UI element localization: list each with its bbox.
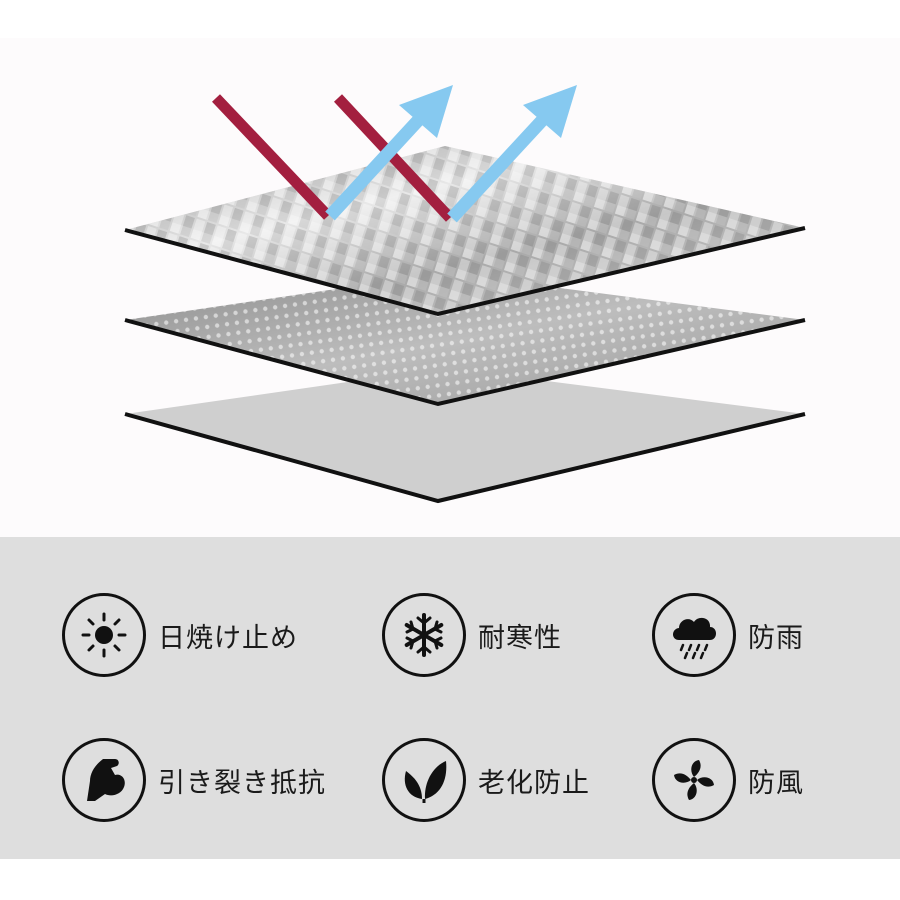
feature-sunscreen: 日焼け止め — [62, 590, 298, 680]
feature-icon-badge — [382, 593, 466, 677]
woven-foil-layer — [124, 146, 806, 317]
incoming-arrow — [333, 94, 455, 222]
bubble-mesh-layer — [124, 273, 806, 407]
leaf-icon — [404, 761, 447, 803]
feature-label: 日焼け止め — [158, 622, 298, 654]
feature-label: 引き裂き抵抗 — [158, 767, 326, 799]
snowflake-icon — [404, 613, 444, 657]
feature-label: 耐寒性 — [478, 622, 562, 654]
reflected-arrow-head — [523, 85, 577, 138]
incoming-arrow — [212, 94, 332, 220]
reflected-arrow-head — [399, 85, 453, 138]
sun-icon — [81, 612, 127, 658]
flexed-arm-icon — [87, 759, 125, 801]
reflected-arrow — [447, 109, 553, 223]
layers-diagram — [124, 85, 806, 504]
reflection-arrows — [212, 85, 577, 223]
feature-icon-badge — [652, 738, 736, 822]
feature-icon-badge — [652, 593, 736, 677]
feature-windproof: 防風 — [652, 735, 804, 825]
feature-label: 防雨 — [748, 622, 804, 654]
base-film-layer — [124, 368, 806, 504]
feature-cold-resistance: 耐寒性 — [382, 590, 562, 680]
feature-rainproof: 防雨 — [652, 590, 804, 680]
feature-icon-badge — [62, 593, 146, 677]
feature-icon-badge — [382, 738, 466, 822]
feature-label: 防風 — [748, 767, 804, 799]
feature-icon-badge — [62, 738, 146, 822]
reflected-arrow — [325, 109, 429, 221]
layer-illustration — [0, 38, 900, 538]
rain-cloud-icon — [673, 617, 716, 660]
feature-label: 老化防止 — [478, 767, 590, 799]
feature-anti-aging: 老化防止 — [382, 735, 590, 825]
fan-icon — [674, 760, 714, 800]
feature-tear-resistance: 引き裂き抵抗 — [62, 735, 326, 825]
